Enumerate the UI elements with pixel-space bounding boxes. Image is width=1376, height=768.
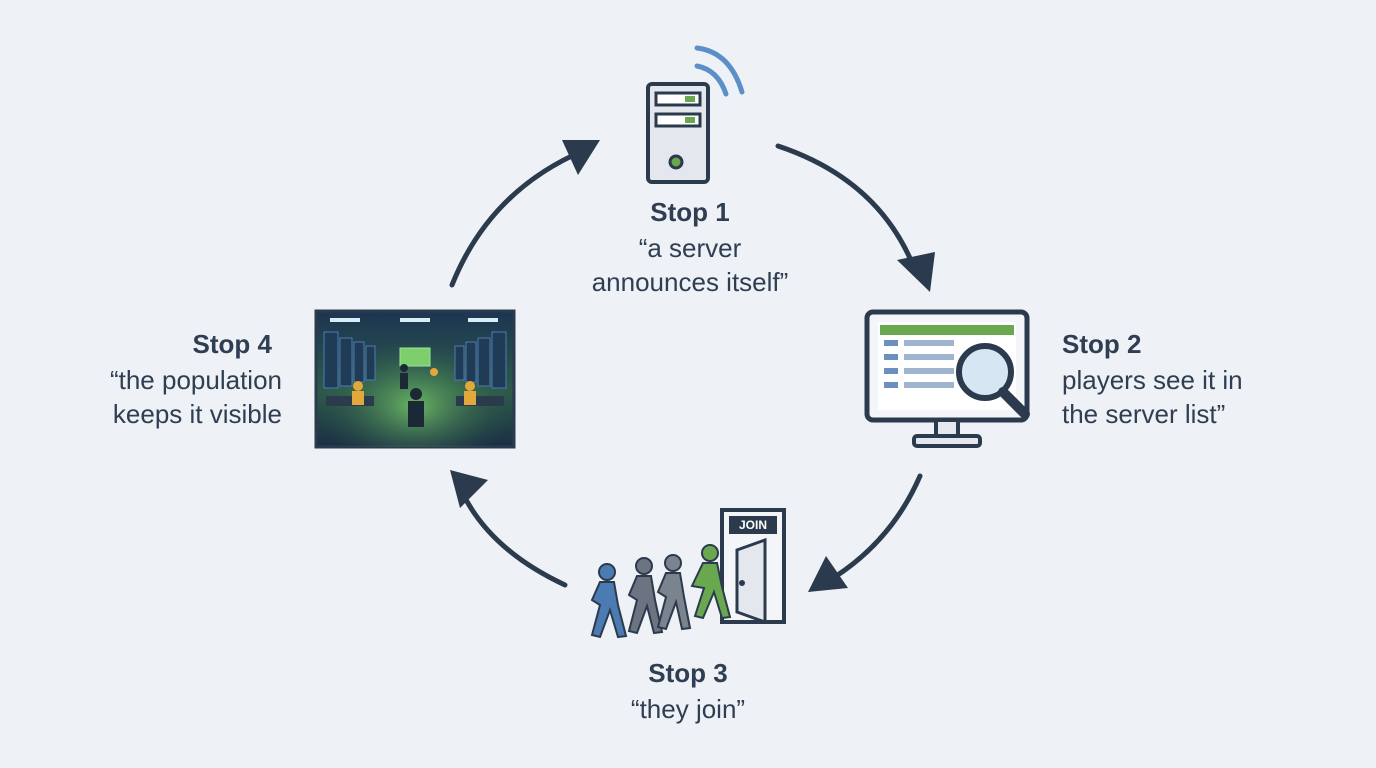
stop-3-title: Stop 3 xyxy=(648,658,728,688)
stop-3-desc-line-1: “they join” xyxy=(630,694,746,724)
stop-1-title: Stop 1 xyxy=(650,197,730,227)
stop-4-description: “the population keeps it visible xyxy=(20,363,282,431)
stop-3-label: Stop 3 “they join” xyxy=(538,660,838,726)
stop-2-desc-line-1: players see it in xyxy=(1062,365,1243,395)
people-entering-door-icon xyxy=(590,508,786,639)
stop-4-desc-line-2: keeps it visible xyxy=(112,399,282,429)
arrow-heads xyxy=(450,140,935,592)
stop-1-desc-line-1: “a server xyxy=(638,233,742,263)
stop-4-label: Stop 4 “the population keeps it visible xyxy=(20,331,282,431)
stop-1-desc-line-2: announces itself” xyxy=(591,267,789,297)
arrowhead-4 xyxy=(450,470,488,508)
stop-2-desc-line-2: the server list” xyxy=(1062,399,1226,429)
stop-4-title: Stop 4 xyxy=(192,329,272,359)
cycle-arrows xyxy=(449,143,923,588)
arrowhead-2 xyxy=(897,252,935,292)
monitor-search-icon xyxy=(864,309,1030,448)
server-tower-icon xyxy=(646,45,745,184)
arrowhead-3 xyxy=(808,556,848,592)
arrow-stop4-to-stop1 xyxy=(449,147,588,288)
arrowhead-1 xyxy=(562,140,600,175)
join-sign-label: JOIN xyxy=(738,518,767,532)
stop-1-description: “a server announces itself” xyxy=(540,231,840,299)
stop-3-description: “they join” xyxy=(538,692,838,726)
control-room-icon xyxy=(314,309,516,449)
arrow-stop2-to-stop3 xyxy=(822,473,923,586)
stop-2-title: Stop 2 xyxy=(1062,329,1142,359)
stop-4-desc-line-1: “the population xyxy=(109,365,282,395)
arrow-stop3-to-stop4 xyxy=(459,489,568,588)
stop-1-label: Stop 1 “a server announces itself” xyxy=(540,199,840,299)
arrow-stop1-to-stop2 xyxy=(775,143,918,273)
stop-2-description: players see it in the server list” xyxy=(1062,363,1322,431)
stop-2-label: Stop 2 players see it in the server list… xyxy=(1062,331,1322,431)
